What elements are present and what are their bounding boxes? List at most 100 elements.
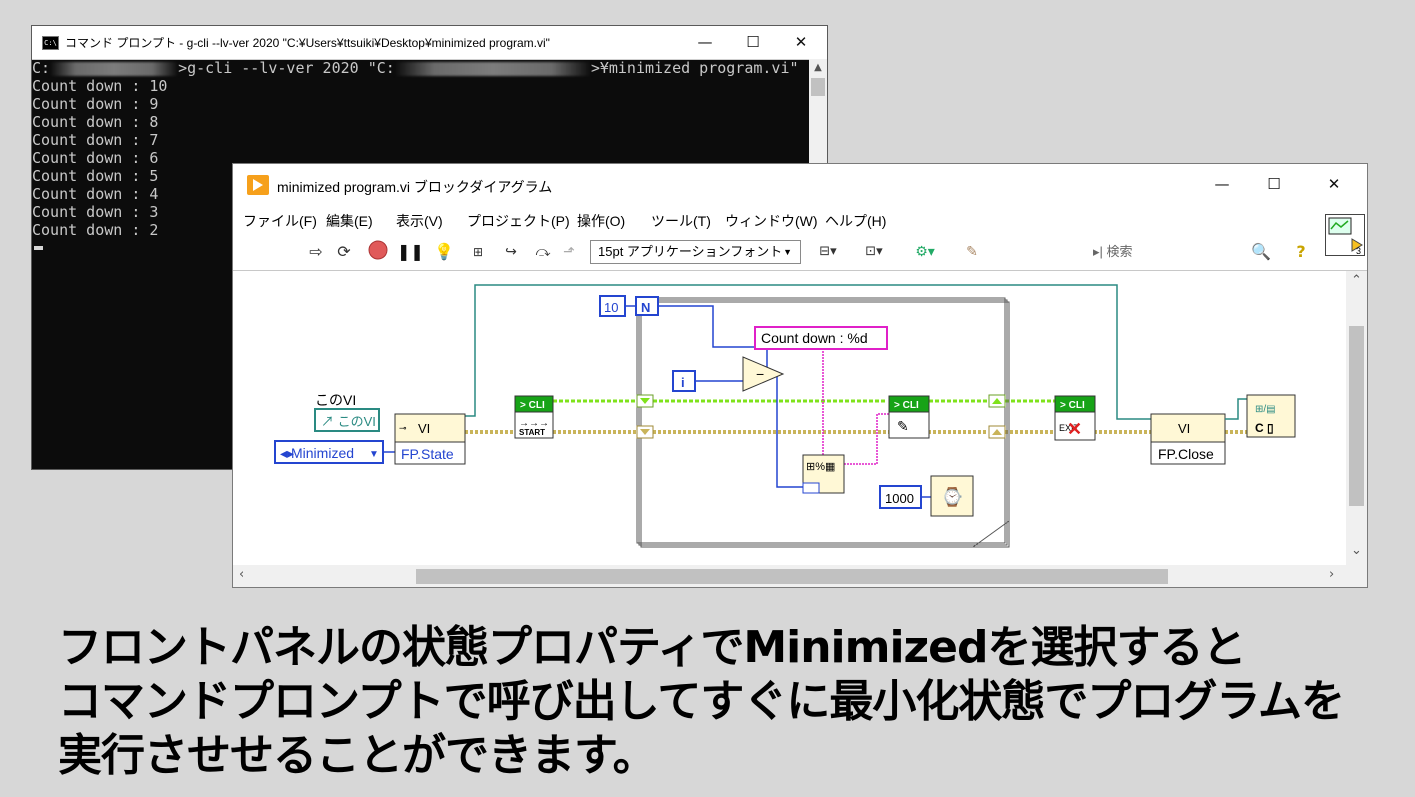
this-vi-label: このVI bbox=[315, 392, 356, 408]
scroll-up-arrow-icon[interactable]: ⌃ bbox=[1351, 273, 1362, 288]
enum-left-icon: ◂▸ bbox=[280, 445, 294, 461]
this-vi-ref[interactable]: ↗ このVI bbox=[321, 414, 376, 429]
menu-edit[interactable]: 編集(E) bbox=[326, 213, 373, 229]
prompt-suffix: >¥minimized program.vi" bbox=[590, 59, 799, 77]
console-prompt-line: C: >g-cli --lv-ver 2020 "C: >¥minimized pr… bbox=[32, 59, 799, 77]
caption-line: コマンドプロンプトで呼び出してすぐに最小化状態でプログラムを bbox=[58, 676, 1345, 727]
console-line: Count down : 8 bbox=[32, 113, 159, 131]
console-line: Count down : 4 bbox=[32, 185, 159, 203]
scroll-down-arrow-icon[interactable]: ⌄ bbox=[1351, 543, 1362, 558]
cli-start-label: START bbox=[519, 428, 545, 437]
menu-view[interactable]: 表示(V) bbox=[396, 213, 443, 229]
scroll-thumb[interactable] bbox=[811, 78, 825, 96]
search-placeholder: 検索 bbox=[1106, 244, 1133, 259]
lv-titlebar: minimized program.vi ブロックダイアグラム — ☐ ✕ bbox=[233, 164, 1367, 206]
caption-line: 実行させせることができます。 bbox=[58, 730, 657, 781]
loop-count-constant[interactable]: 10 bbox=[604, 300, 618, 315]
step-out-icon[interactable]: ⬏ bbox=[563, 244, 575, 260]
pause-icon[interactable]: ❚❚ bbox=[397, 242, 424, 261]
abort-icon[interactable] bbox=[366, 240, 390, 264]
prompt-prefix: C: bbox=[32, 59, 51, 77]
lv-horizontal-scrollbar[interactable]: ‹ › bbox=[233, 565, 1367, 587]
scroll-up-arrow-icon[interactable]: ▲ bbox=[814, 62, 822, 73]
enum-value[interactable]: Minimized bbox=[291, 445, 354, 461]
run-arrow-icon[interactable]: ⇨ bbox=[309, 242, 323, 261]
search-icon[interactable]: 🔍 bbox=[1251, 242, 1271, 261]
font-selector[interactable]: 15pt アプリケーションフォント▼ bbox=[590, 240, 801, 264]
enum-dropdown-icon: ▼ bbox=[369, 449, 379, 460]
help-icon[interactable]: ? bbox=[1296, 242, 1306, 261]
cmd-icon: C:\ bbox=[42, 36, 59, 50]
console-line: Count down : 2 bbox=[32, 221, 159, 239]
lv-minimize-button[interactable]: — bbox=[1214, 175, 1230, 193]
format-into-string-icon[interactable]: ⊞%▦ bbox=[806, 461, 835, 473]
chevron-down-icon: ▼ bbox=[783, 247, 792, 257]
lv-menubar: ファイル(F) 編集(E) 表示(V) プロジェクト(P) 操作(O) ツール(… bbox=[233, 206, 1323, 234]
labview-block-diagram-window: minimized program.vi ブロックダイアグラム — ☐ ✕ ファ… bbox=[232, 163, 1368, 588]
connector-number: 3 bbox=[1356, 246, 1361, 255]
exit-x-icon[interactable]: ✕ bbox=[1067, 419, 1082, 439]
toolbar-separator bbox=[233, 270, 1367, 271]
console-line: Count down : 9 bbox=[32, 95, 159, 113]
cli-exit-label: EXIT bbox=[1059, 423, 1080, 433]
wait-watch-icon[interactable]: ⌚ bbox=[941, 486, 963, 507]
scroll-thumb[interactable] bbox=[1349, 326, 1364, 506]
prompt-command: >g-cli --lv-ver 2020 "C: bbox=[178, 59, 395, 77]
menu-window[interactable]: ウィンドウ(W) bbox=[725, 213, 818, 229]
console-close-button[interactable]: ✕ bbox=[794, 33, 808, 51]
run-continuously-icon[interactable]: ⟳ bbox=[337, 242, 351, 261]
loop-count-terminal[interactable]: N bbox=[641, 300, 650, 315]
wait-ms-constant[interactable]: 1000 bbox=[885, 491, 914, 506]
caption: フロントパネルの状態プロパティでMinimizedを選択すると コマンドプロンプ… bbox=[58, 621, 1388, 783]
menu-operate[interactable]: 操作(O) bbox=[577, 213, 626, 229]
menu-tools[interactable]: ツール(T) bbox=[651, 213, 711, 229]
format-string-constant[interactable]: Count down : %d bbox=[761, 330, 868, 346]
console-maximize-button[interactable]: ☐ bbox=[746, 33, 760, 51]
fp-close-node-vi[interactable]: VI bbox=[1178, 421, 1190, 436]
start-arrows-icon: →→→ bbox=[519, 418, 549, 429]
cli-exit-header: > CLI bbox=[1060, 400, 1085, 411]
lv-title: minimized program.vi ブロックダイアグラム bbox=[277, 179, 553, 195]
align-objects-icon[interactable]: ⊟▾ bbox=[819, 244, 837, 259]
console-line: Count down : 6 bbox=[32, 149, 159, 167]
console-title: コマンド プロンプト - g-cli --lv-ver 2020 "C:¥Use… bbox=[65, 36, 550, 50]
clean-up-diagram-icon[interactable]: ✎ bbox=[966, 244, 978, 260]
labview-app-icon bbox=[247, 175, 269, 195]
lv-maximize-button[interactable]: ☐ bbox=[1267, 175, 1281, 193]
redacted-path bbox=[394, 61, 591, 76]
scroll-right-arrow-icon[interactable]: › bbox=[1329, 567, 1335, 582]
loop-iteration-terminal[interactable]: i bbox=[681, 375, 685, 390]
console-line: Count down : 10 bbox=[32, 77, 168, 95]
search-field[interactable]: ▸| 検索 bbox=[1093, 244, 1133, 259]
cli-start-header: > CLI bbox=[520, 400, 545, 411]
step-over-icon[interactable]: ⤼ bbox=[535, 244, 551, 260]
text-cursor bbox=[34, 246, 43, 250]
fp-state-property[interactable]: FP.State bbox=[401, 446, 454, 462]
retain-wire-values-icon[interactable]: ⊞ bbox=[472, 245, 484, 259]
write-pencil-icon[interactable]: ✎ bbox=[897, 418, 909, 434]
menu-project[interactable]: プロジェクト(P) bbox=[467, 213, 570, 229]
menu-help[interactable]: ヘルプ(H) bbox=[825, 213, 887, 229]
step-into-icon[interactable]: ↪ bbox=[505, 244, 517, 260]
console-titlebar: C:\ コマンド プロンプト - g-cli --lv-ver 2020 "C:… bbox=[32, 26, 827, 60]
lv-vertical-scrollbar[interactable]: ⌃ ⌄ bbox=[1346, 271, 1367, 566]
scroll-left-arrow-icon[interactable]: ‹ bbox=[239, 567, 245, 582]
vi-connector-icon[interactable]: 3 bbox=[1325, 214, 1365, 256]
property-node-vi[interactable]: VI bbox=[418, 421, 430, 436]
fp-close-method[interactable]: FP.Close bbox=[1158, 446, 1214, 462]
highlight-execution-icon[interactable]: 💡 bbox=[434, 242, 454, 261]
ref-icon: ⊞/▤ bbox=[1255, 404, 1276, 415]
lv-close-button[interactable]: ✕ bbox=[1327, 175, 1341, 193]
lv-toolbar: ⇨ ⟳ ❚❚ 💡 ⊞ ↪ ⤼ ⬏ 15pt アプリケーションフォント▼ ⊟▾ ⊡… bbox=[233, 235, 1323, 270]
distribute-objects-icon[interactable]: ⊡▾ bbox=[865, 244, 883, 259]
scroll-thumb[interactable] bbox=[416, 569, 1168, 584]
close-reference-icon[interactable]: C ▯ bbox=[1255, 421, 1274, 435]
console-minimize-button[interactable]: — bbox=[697, 33, 713, 51]
console-line: Count down : 7 bbox=[32, 131, 159, 149]
subtract-icon[interactable]: − bbox=[756, 366, 764, 382]
block-diagram-canvas[interactable]: このVI ↗ このVI VI ⊸ FP.State ◂▸ Minimized ▼… bbox=[233, 271, 1346, 566]
menu-file[interactable]: ファイル(F) bbox=[243, 213, 317, 229]
reorder-icon[interactable]: ⚙▾ bbox=[915, 244, 935, 260]
console-output[interactable]: C: >g-cli --lv-ver 2020 "C: >¥minimized pr… bbox=[32, 59, 809, 469]
cli-write-header: > CLI bbox=[894, 400, 919, 411]
